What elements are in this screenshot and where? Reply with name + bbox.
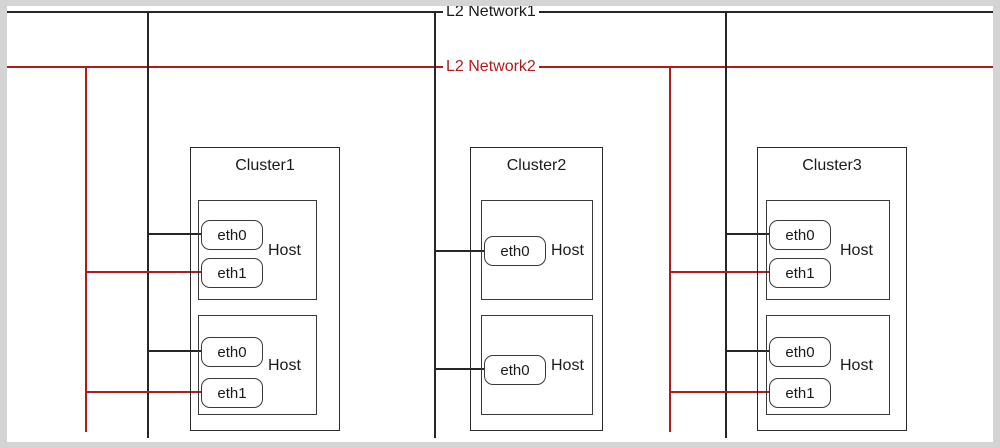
host-label-cluster2-0: Host	[551, 242, 584, 259]
nic-cluster2-1-eth0[interactable]: eth0	[484, 355, 546, 385]
cluster-title-cluster2: Cluster2	[506, 157, 567, 174]
cluster-box-cluster1[interactable]: Cluster1	[190, 147, 340, 431]
network-label-net1: L2 Network1	[443, 6, 539, 20]
cluster-title-cluster1: Cluster1	[235, 157, 295, 174]
cluster-title-cluster3: Cluster3	[802, 157, 862, 174]
host-box-cluster2-0[interactable]	[481, 200, 593, 300]
cluster-box-cluster2[interactable]: Cluster2	[470, 147, 603, 431]
host-box-cluster2-1[interactable]	[481, 315, 593, 415]
nic-cluster1-1-eth1[interactable]: eth1	[201, 378, 263, 408]
nic-cluster3-0-eth0[interactable]: eth0	[769, 220, 831, 250]
nic-cluster3-1-eth0[interactable]: eth0	[769, 337, 831, 367]
nic-cluster1-0-eth0[interactable]: eth0	[201, 220, 263, 250]
host-label-cluster2-1: Host	[551, 357, 584, 374]
nic-cluster1-1-eth0[interactable]: eth0	[201, 337, 263, 367]
host-box-cluster3-0[interactable]	[766, 200, 890, 300]
nic-cluster2-0-eth0[interactable]: eth0	[484, 236, 546, 266]
cluster-box-cluster3[interactable]: Cluster3	[757, 147, 907, 431]
network-label-net2: L2 Network2	[443, 59, 539, 75]
nic-cluster1-0-eth1[interactable]: eth1	[201, 258, 263, 288]
host-box-cluster1-1[interactable]	[198, 315, 317, 415]
host-label-cluster1-1: Host	[268, 357, 301, 374]
host-label-cluster3-0: Host	[840, 242, 873, 259]
host-box-cluster3-1[interactable]	[766, 315, 890, 415]
nic-cluster3-0-eth1[interactable]: eth1	[769, 258, 831, 288]
nic-cluster3-1-eth1[interactable]: eth1	[769, 378, 831, 408]
host-box-cluster1-0[interactable]	[198, 200, 317, 300]
host-label-cluster1-0: Host	[268, 242, 301, 259]
host-label-cluster3-1: Host	[840, 357, 873, 374]
